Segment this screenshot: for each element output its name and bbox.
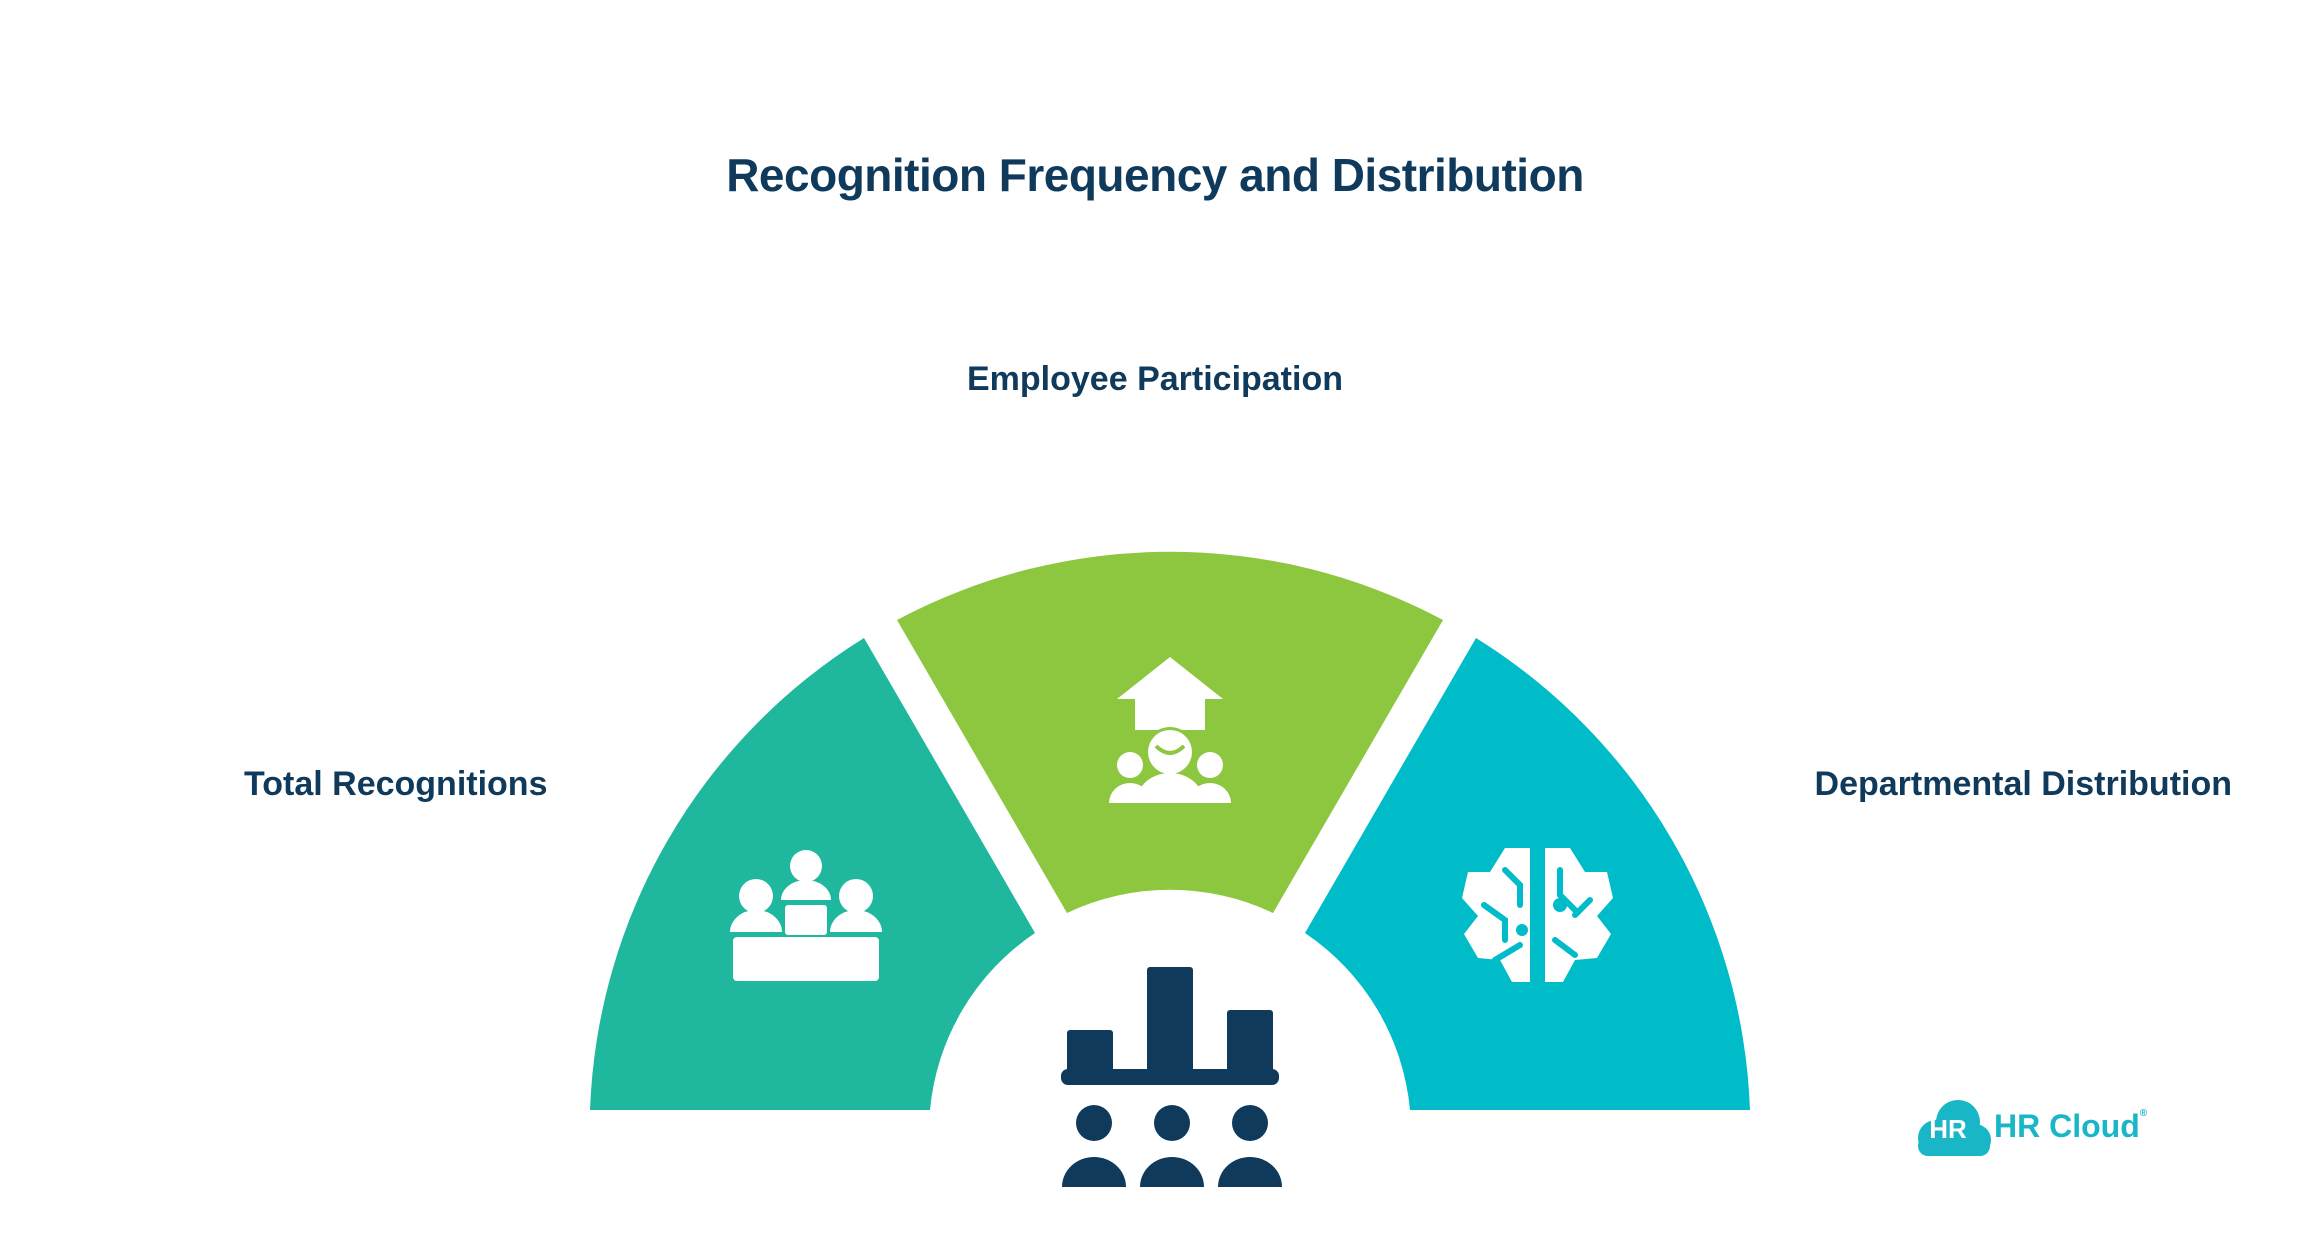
brain-circuit-icon xyxy=(1462,848,1613,982)
podium-people-icon xyxy=(730,850,882,981)
page-title: Recognition Frequency and Distribution xyxy=(726,149,1584,201)
segment-label-departmental-distribution: Departmental Distribution xyxy=(1814,765,2232,803)
logo-name-text: HR Cloud xyxy=(1994,1108,2140,1144)
segment-label-total-recognitions: Total Recognitions xyxy=(244,765,548,803)
segment-label-employee-participation: Employee Participation xyxy=(967,360,1343,398)
bar-chart-team-icon xyxy=(1061,967,1282,1187)
logo-registered-mark: ® xyxy=(2139,1108,2148,1119)
logo-badge-label: HR xyxy=(1929,1114,1967,1144)
hr-cloud-logo-mark xyxy=(1918,1100,1991,1156)
logo-name: HR Cloud® xyxy=(1994,1108,2147,1145)
person-growth-icon xyxy=(1109,657,1231,803)
